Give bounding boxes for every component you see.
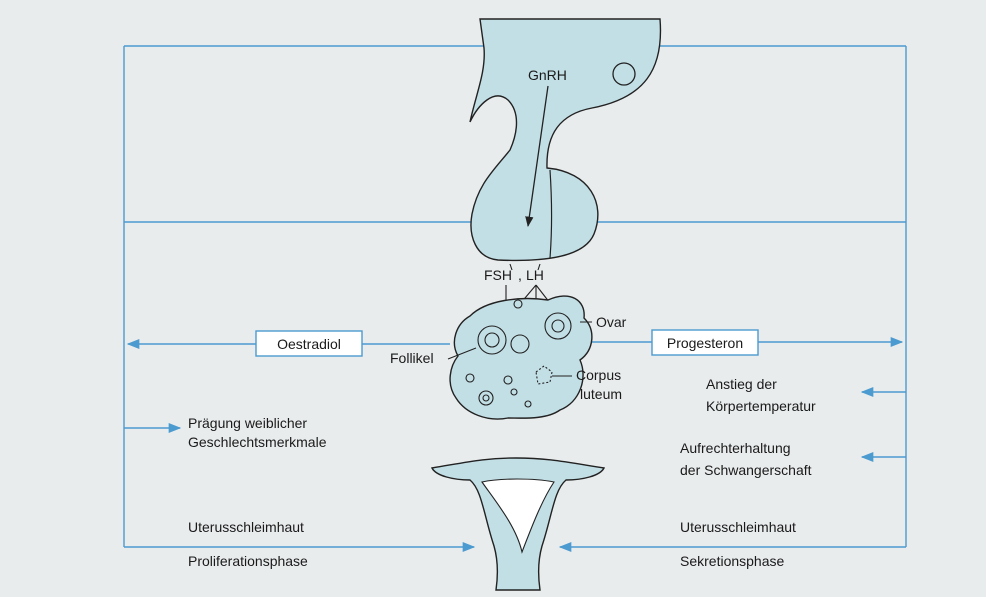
fsh-lh-separator: , xyxy=(518,267,522,283)
right-margin xyxy=(986,0,1008,597)
praegung-line1: Prägung weiblicher xyxy=(188,415,307,431)
fsh-label: FSH xyxy=(484,267,512,283)
praegung-line2: Geschlechtsmerkmale xyxy=(188,434,327,450)
follikel-label: Follikel xyxy=(390,350,434,366)
uterus-left-label: Uterusschleimhaut xyxy=(188,519,304,535)
proliferation-label: Proliferationsphase xyxy=(188,553,308,569)
aufrecht-line1: Aufrechterhaltung xyxy=(680,440,791,456)
gnrh-label: GnRH xyxy=(528,67,567,83)
oestradiol-label: Oestradiol xyxy=(277,336,341,352)
aufrecht-line2: der Schwangerschaft xyxy=(680,462,812,478)
anstieg-line2: Körpertemperatur xyxy=(706,398,816,414)
corpus-label: Corpus xyxy=(576,367,621,383)
progesteron-label: Progesteron xyxy=(667,335,743,351)
lh-label: LH xyxy=(526,267,544,283)
sekretion-label: Sekretionsphase xyxy=(680,553,785,569)
luteum-label: luteum xyxy=(580,386,622,402)
ovary-shape xyxy=(450,296,592,419)
uterus-right-label: Uterusschleimhaut xyxy=(680,519,796,535)
ovar-label: Ovar xyxy=(596,314,627,330)
anstieg-line1: Anstieg der xyxy=(706,376,777,392)
